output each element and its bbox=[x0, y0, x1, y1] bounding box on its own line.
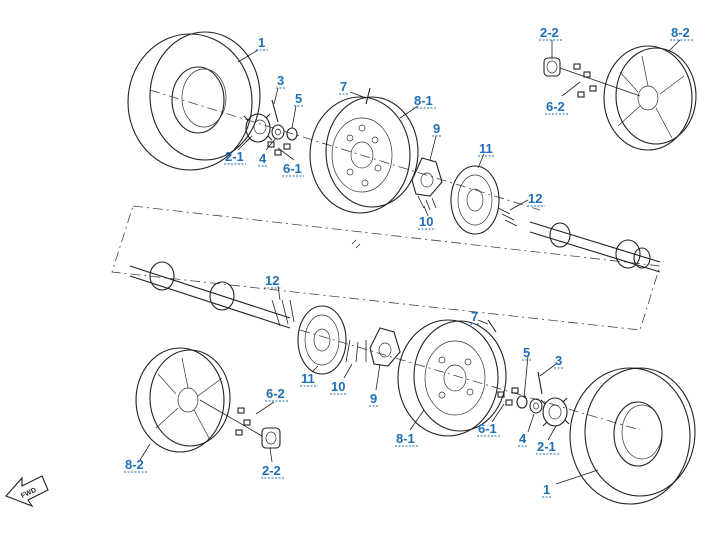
bolts-10-bottom bbox=[345, 339, 367, 363]
axis-line-top bbox=[149, 89, 541, 211]
axis-line-bottom bbox=[299, 329, 641, 431]
callout-1-bottom[interactable]: 1 bbox=[543, 482, 550, 497]
leader-2-2-top-axis bbox=[559, 67, 641, 97]
callout-2-1-top[interactable]: 2-1 bbox=[225, 149, 244, 164]
bolts-12-top bbox=[497, 207, 518, 227]
cotter-pin-3-top bbox=[271, 99, 279, 123]
callout-12-top[interactable]: 12 bbox=[528, 191, 542, 206]
lug-nuts-6-2-top bbox=[573, 63, 597, 98]
callout-8-1-top[interactable]: 8-1 bbox=[414, 93, 433, 108]
callout-2-2-top[interactable]: 2-2 bbox=[540, 25, 559, 40]
rim-8-1-top bbox=[309, 96, 419, 214]
rim-8-2-bottom bbox=[135, 347, 231, 453]
callout-6-2-top[interactable]: 6-2 bbox=[546, 99, 565, 114]
cotter-pin-3-bottom bbox=[537, 371, 543, 395]
callout-2-1-bottom[interactable]: 2-1 bbox=[537, 439, 556, 454]
break-mark bbox=[351, 239, 361, 249]
lug-nuts-6-1-bottom bbox=[497, 387, 519, 406]
callout-9-top[interactable]: 9 bbox=[433, 121, 440, 136]
forward-arrow-label: FWD bbox=[20, 487, 37, 500]
callout-6-2-bottom[interactable]: 6-2 bbox=[266, 386, 285, 401]
nut-4-top bbox=[271, 124, 285, 140]
hub-2-1-bottom bbox=[540, 397, 570, 427]
hub-9-bottom bbox=[369, 327, 401, 367]
callout-7-bottom[interactable]: 7 bbox=[471, 309, 478, 324]
callout-4-top[interactable]: 4 bbox=[259, 151, 267, 166]
callout-1-top[interactable]: 1 bbox=[258, 35, 265, 50]
callout-3-bottom[interactable]: 3 bbox=[555, 353, 562, 368]
callout-5-top[interactable]: 5 bbox=[295, 91, 302, 106]
callout-8-2-top[interactable]: 8-2 bbox=[671, 25, 690, 40]
callout-8-2-bottom[interactable]: 8-2 bbox=[125, 457, 144, 472]
callout-6-1-top[interactable]: 6-1 bbox=[283, 161, 302, 176]
lug-nuts-6-2-bottom bbox=[235, 407, 251, 436]
leader-lines bbox=[139, 39, 681, 485]
callout-10-bottom[interactable]: 10 bbox=[331, 379, 345, 394]
callout-5-bottom[interactable]: 5 bbox=[523, 345, 530, 360]
tire-top bbox=[127, 31, 261, 171]
bolts-10-top bbox=[417, 195, 437, 211]
hub-cap-2-2-top bbox=[543, 57, 561, 77]
hub-2-1-top bbox=[243, 113, 273, 143]
callout-11-bottom[interactable]: 11 bbox=[301, 371, 315, 386]
callout-2-2-bottom[interactable]: 2-2 bbox=[262, 463, 281, 478]
callout-3-top[interactable]: 3 bbox=[277, 73, 284, 88]
washer-5-top bbox=[286, 127, 298, 141]
callout-11-top[interactable]: 11 bbox=[479, 141, 493, 156]
hub-9-top bbox=[411, 157, 443, 197]
valve-7-top bbox=[365, 87, 371, 105]
rim-8-2-top bbox=[603, 45, 697, 151]
leader-2-2-bottom-axis bbox=[199, 399, 263, 437]
tire-bottom bbox=[569, 367, 696, 505]
brake-disc-11-top bbox=[450, 165, 500, 235]
callout-6-1-bottom[interactable]: 6-1 bbox=[478, 421, 497, 436]
callout-10-top[interactable]: 10 bbox=[419, 214, 433, 229]
brake-disc-11-bottom bbox=[297, 305, 347, 375]
drive-shaft-bottom bbox=[129, 261, 291, 329]
lug-nuts-6-1-top bbox=[267, 141, 291, 156]
callout-4-bottom[interactable]: 4 bbox=[519, 431, 527, 446]
valve-7-bottom bbox=[487, 319, 497, 333]
nut-4-bottom bbox=[529, 398, 543, 414]
rim-8-1-bottom bbox=[397, 319, 507, 437]
callout-7-top[interactable]: 7 bbox=[340, 79, 347, 94]
connector-frame bbox=[111, 205, 661, 331]
bolts-12-bottom bbox=[271, 299, 295, 327]
callout-12-bottom[interactable]: 12 bbox=[265, 273, 279, 288]
drive-shaft-top bbox=[529, 221, 661, 273]
callout-8-1-bottom[interactable]: 8-1 bbox=[396, 431, 415, 446]
callout-9-bottom[interactable]: 9 bbox=[370, 391, 377, 406]
washer-5-bottom bbox=[516, 395, 528, 409]
hub-cap-2-2-bottom bbox=[261, 427, 281, 449]
forward-arrow-icon: FWD bbox=[5, 475, 49, 508]
